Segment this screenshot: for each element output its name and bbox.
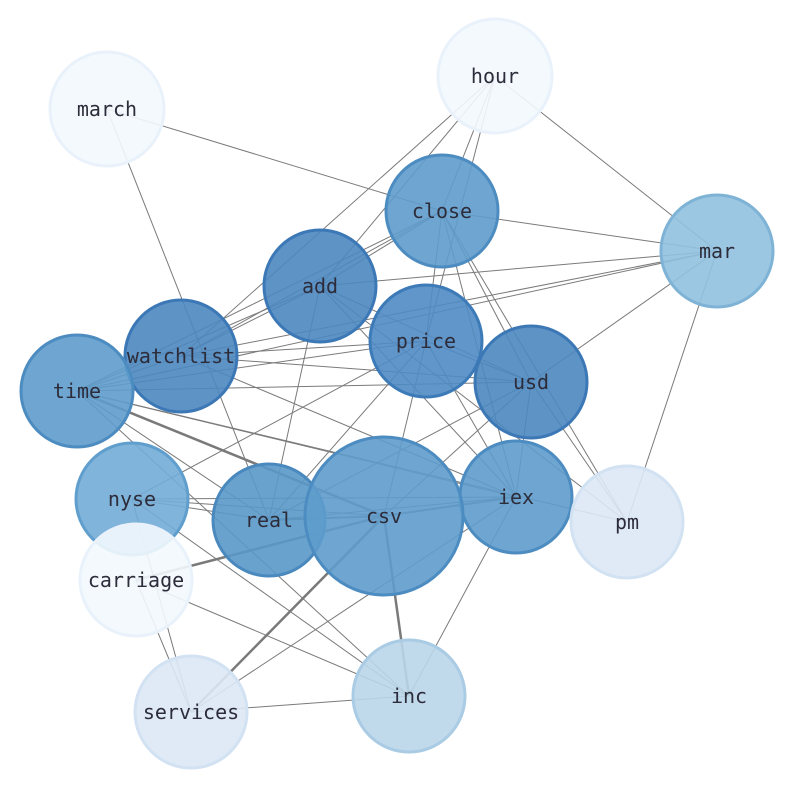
node-circle-usd [473, 324, 589, 440]
node-circle-watchlist [123, 298, 239, 414]
node-inc: inc [351, 638, 467, 754]
node-label-nyse: nyse [108, 487, 156, 511]
node-circle-services [133, 654, 249, 770]
node-services: services [133, 654, 249, 770]
node-circle-carriage [78, 522, 194, 638]
node-circle-time [19, 333, 135, 449]
node-time: time [19, 333, 135, 449]
edge-watchlist-iex [180, 355, 517, 498]
node-circle-close [384, 153, 500, 269]
node-circle-hour [436, 17, 554, 135]
node-csv: csv [303, 435, 465, 597]
node-label-usd: usd [513, 370, 549, 394]
node-label-iex: iex [498, 485, 534, 509]
edge-mar-add [319, 250, 718, 287]
node-circle-march [48, 50, 166, 168]
node-pm: pm [569, 464, 685, 580]
node-add: add [262, 228, 378, 344]
node-label-inc: inc [391, 684, 427, 708]
node-march: march [48, 50, 166, 168]
node-usd: usd [473, 324, 589, 440]
node-circle-pm [569, 464, 685, 580]
node-label-hour: hour [471, 64, 519, 88]
node-label-watchlist: watchlist [127, 344, 235, 368]
node-price: price [368, 283, 484, 399]
node-close: close [384, 153, 500, 269]
node-circle-inc [351, 638, 467, 754]
node-label-march: march [77, 97, 137, 121]
node-carriage: carriage [78, 522, 194, 638]
node-label-time: time [53, 379, 101, 403]
node-layer: hour march close mar add price watchlist usd tim… [19, 17, 775, 770]
node-label-price: price [396, 329, 456, 353]
node-label-real: real [245, 508, 293, 532]
edge-watchlist-usd [180, 355, 532, 383]
node-mar: mar [659, 193, 775, 309]
node-label-mar: mar [699, 239, 735, 263]
node-circle-add [262, 228, 378, 344]
node-label-csv: csv [366, 504, 402, 528]
node-hour: hour [436, 17, 554, 135]
node-circle-csv [303, 435, 465, 597]
node-label-pm: pm [615, 510, 639, 534]
edge-hour-watchlist [180, 75, 496, 357]
node-iex: iex [458, 439, 574, 555]
node-label-add: add [302, 274, 338, 298]
node-label-services: services [143, 700, 239, 724]
node-circle-mar [659, 193, 775, 309]
node-watchlist: watchlist [123, 298, 239, 414]
node-label-close: close [412, 199, 472, 223]
node-circle-price [368, 283, 484, 399]
node-label-carriage: carriage [88, 568, 184, 592]
